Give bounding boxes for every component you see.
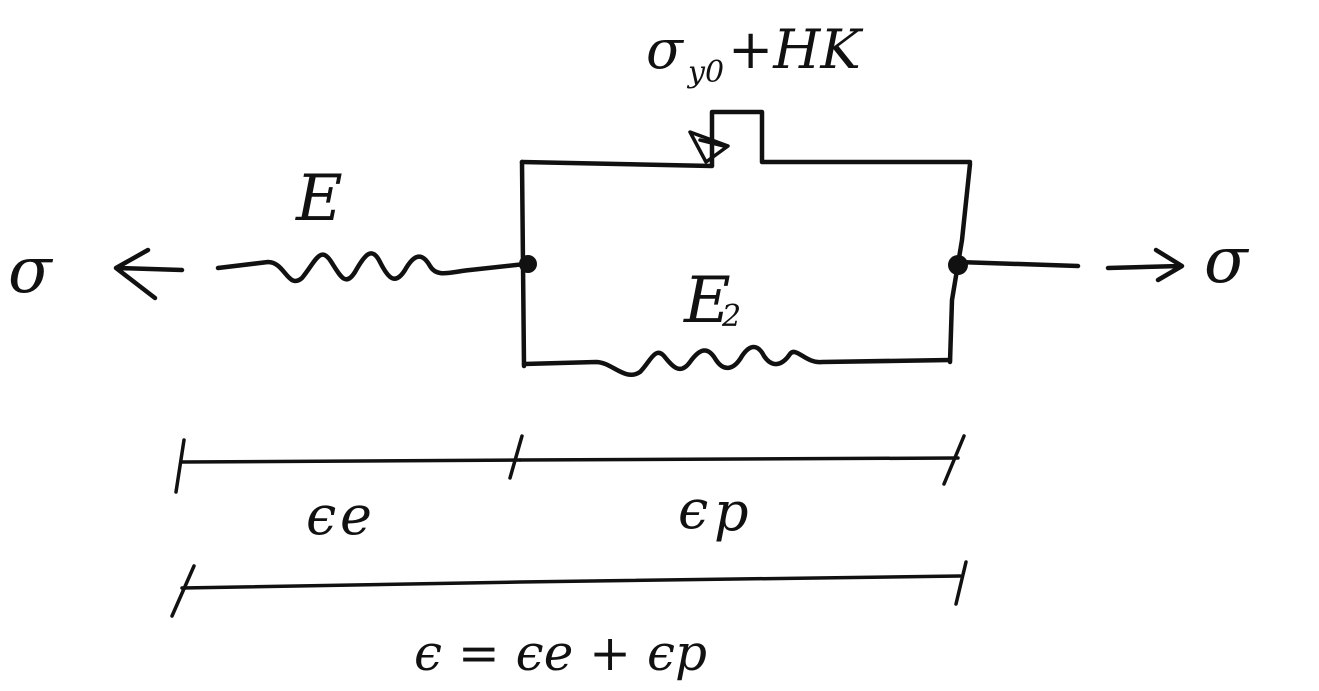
strain-dimension-plastic [518, 456, 960, 462]
plastic-strain-label: ϵ [678, 478, 708, 541]
friction-sigma-subscript: y0 [686, 55, 724, 90]
elastic-spring [215, 251, 528, 284]
tick-mark-total-end [954, 560, 968, 606]
hardening-spring [521, 344, 953, 377]
strain-dimension-elastic [180, 458, 522, 464]
elastic-modulus-label: E [295, 162, 343, 236]
tick-mark-start [174, 438, 186, 494]
friction-hardening-term: +HK [728, 18, 863, 81]
strain-dimension-total [180, 574, 962, 590]
stress-label-right: σ [1204, 224, 1250, 298]
stress-label-left: σ [8, 234, 54, 308]
elastic-strain-label: ϵ [306, 484, 336, 547]
hardening-modulus-label: E [683, 264, 731, 338]
right-output-line [955, 259, 1081, 269]
left-node [519, 255, 537, 273]
right-node [948, 255, 968, 275]
friction-sigma-label: σ [646, 18, 685, 81]
tick-mark-total-start [170, 564, 196, 618]
plastic-strain-subscript: p [714, 480, 749, 543]
arrow-left-icon [113, 247, 185, 301]
tick-mark-end [942, 434, 966, 486]
friction-arrow-icon [688, 130, 730, 164]
total-strain-equation: ϵ = ϵe + ϵp [414, 624, 707, 682]
hardening-modulus-subscript: 2 [721, 299, 741, 334]
tick-mark-middle [508, 434, 524, 480]
friction-slider [519, 109, 973, 169]
arrow-right-icon [1105, 247, 1185, 283]
elastic-strain-subscript: e [340, 484, 372, 547]
